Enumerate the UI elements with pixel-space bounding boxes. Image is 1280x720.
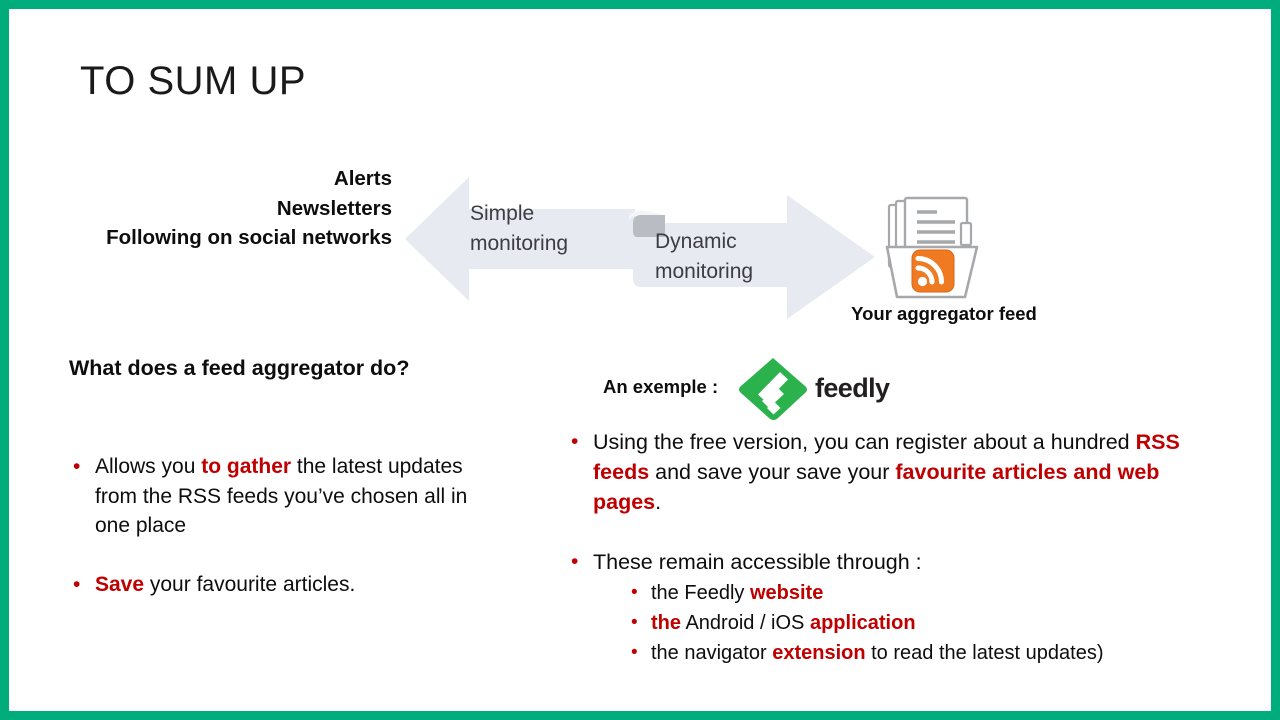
right-arrow-label: Dynamic monitoring: [655, 230, 754, 283]
right-arrow-shape: [633, 195, 875, 319]
rss-badge-icon: [911, 249, 955, 293]
source-item-newsletters: Newsletters: [276, 196, 392, 220]
text-run: application: [809, 612, 916, 634]
text-run: Android / iOS: [681, 612, 810, 634]
text-run: to gather: [201, 455, 292, 478]
left-arrow-label: Simple monitoring: [470, 202, 569, 255]
text-run: Using the free version, you can register…: [593, 430, 1136, 454]
arrow-fold-shape: [633, 215, 665, 237]
text-run: favourite articles and web pages: [593, 460, 1160, 514]
feedly-wordmark: feedly: [815, 373, 890, 403]
monitoring-arrow-diagram: Simple monitoring Dynamic monitoring: [397, 169, 897, 329]
text-run: the navigator: [651, 642, 773, 664]
bullet-dot-icon: •: [571, 550, 579, 573]
page-title: TO SUM UP: [80, 59, 307, 103]
text-run: .: [655, 490, 662, 514]
rss-folder-icon: [885, 195, 989, 301]
sub-bullet-item: • the Feedly website: [629, 578, 1227, 608]
monitoring-sources-list: Alerts Newsletters Following on social n…: [9, 164, 392, 253]
left-bullet-list: • Allows you to gather the latest updates…: [69, 452, 499, 599]
bullet-item: • Using the free version, you can registe…: [567, 427, 1227, 517]
text-run: the latest updates from the RSS feeds yo…: [95, 455, 468, 537]
arrow-fold-highlight: [629, 210, 665, 221]
text-run: the: [651, 612, 681, 634]
text-run: extension: [772, 642, 866, 664]
left-arrow-shape: [405, 177, 635, 301]
right-bullet-list: • Using the free version, you can registe…: [567, 427, 1227, 668]
text-run: These remain accessible through :: [593, 550, 922, 574]
left-column-heading: What does a feed aggregator do?: [69, 356, 410, 380]
sub-bullet-item: • the Android / iOS application: [629, 608, 1227, 638]
bullet-dot-icon: •: [631, 582, 638, 603]
bullet-text: These remain accessible through :: [593, 550, 922, 574]
sub-bullet-text: the navigator extension to read the late…: [651, 642, 1104, 664]
text-run: your favourite articles.: [144, 572, 356, 596]
bullet-dot-icon: •: [73, 455, 81, 478]
bullet-item: • Save your favourite articles.: [69, 570, 499, 600]
text-run: RSS feeds: [593, 430, 1180, 484]
text-run: Save: [95, 572, 145, 596]
bullet-text: Save your favourite articles.: [95, 573, 355, 596]
bullet-text: Allows you to gather the latest updates …: [95, 455, 467, 537]
bullet-dot-icon: •: [631, 642, 638, 663]
bullet-dot-icon: •: [73, 572, 81, 596]
text-run: website: [749, 582, 824, 604]
text-run: the Feedly: [651, 582, 750, 604]
example-label: An exemple :: [603, 376, 719, 397]
bullet-item: • These remain accessible through : • the F…: [567, 547, 1227, 668]
text-run: Allows you: [95, 455, 202, 478]
bullet-dot-icon: •: [631, 612, 638, 633]
bullet-item: • Allows you to gather the latest updates…: [69, 452, 499, 541]
bullet-text: Using the free version, you can register…: [593, 430, 1180, 514]
text-run: and save your save your: [649, 460, 896, 484]
bullet-dot-icon: •: [571, 430, 579, 453]
sub-bullet-text: the Android / iOS application: [651, 612, 916, 634]
feedly-logo-icon: [737, 356, 809, 427]
source-item-social: Following on social networks: [106, 226, 392, 249]
text-run: to read the latest updates): [865, 642, 1104, 664]
sub-bullet-text: the Feedly website: [651, 582, 823, 604]
feed-caption: Your aggregator feed: [851, 303, 1037, 324]
sub-bullet-item: • the navigator extension to read the lat…: [629, 638, 1227, 668]
sub-bullet-list: • the Feedly website • the Android / iOS ap…: [593, 578, 1227, 668]
source-item-alerts: Alerts: [333, 167, 392, 190]
